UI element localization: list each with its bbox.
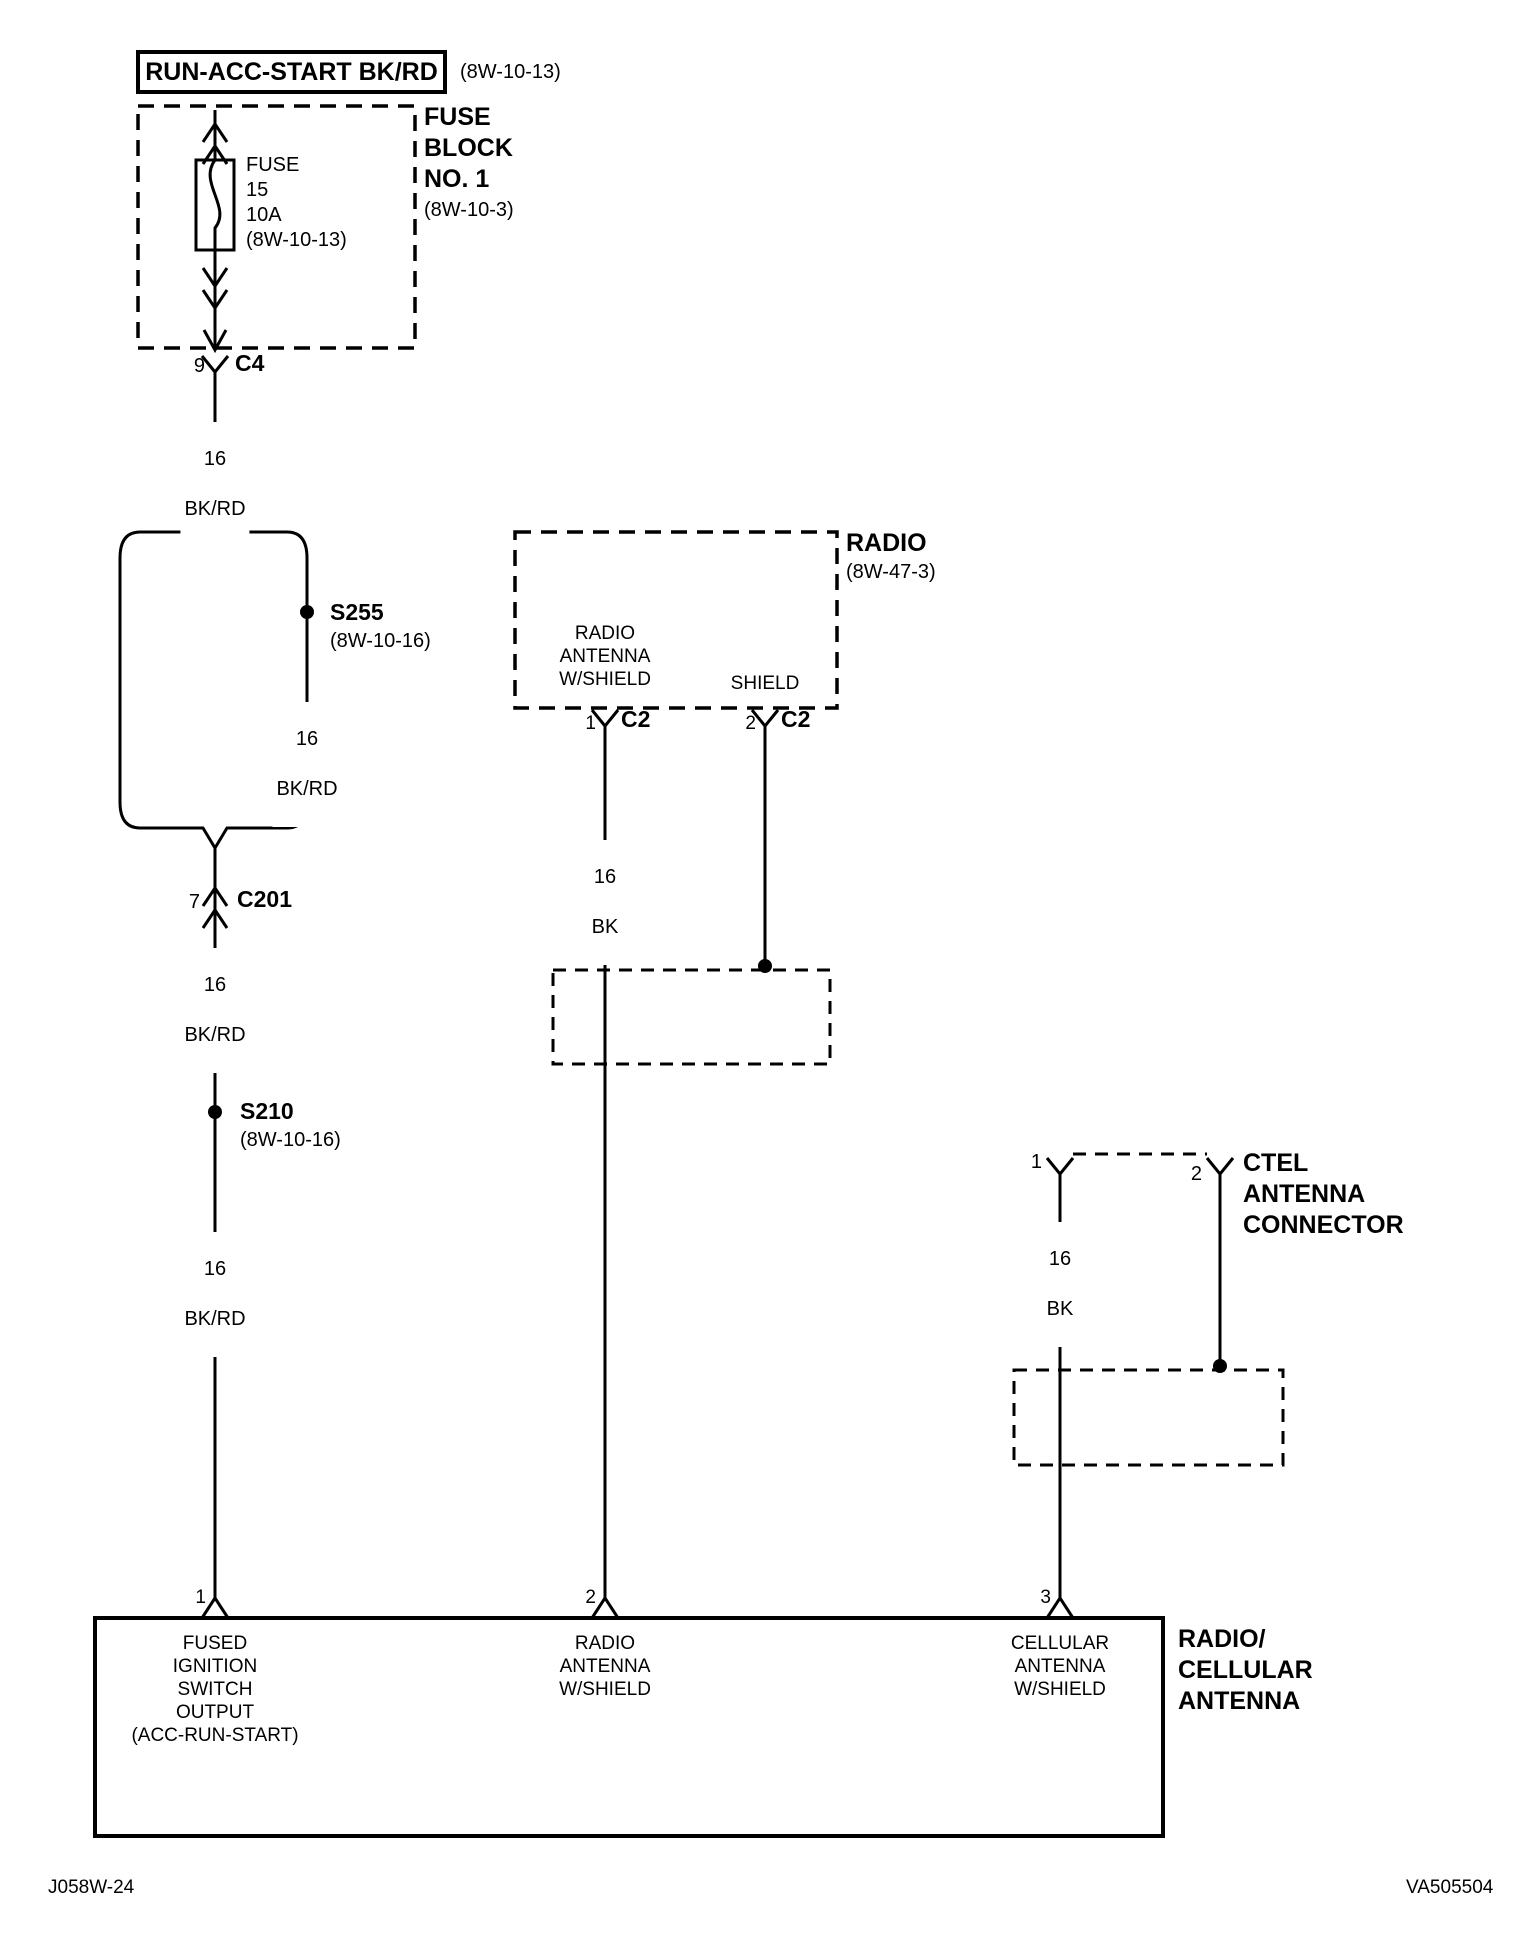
shield-region-outline	[551, 968, 832, 1066]
connector-c201-pin: 7	[188, 891, 200, 913]
splice-s210-name: S210	[240, 1098, 294, 1124]
module-pin1-label: FUSED IGNITION SWITCH OUTPUT (ACC-RUN-ST…	[131, 1633, 299, 1746]
arrow-out-icon	[202, 329, 228, 354]
radio-pin1-label: RADIO ANTENNA W/SHIELD	[559, 623, 651, 690]
chevron-up-icon	[201, 121, 229, 165]
radio-pin2-label: SHIELD	[730, 673, 800, 694]
wire-gauge: 16	[203, 974, 227, 996]
radio-c2-name-1: C2	[621, 706, 651, 732]
fuse-label: FUSE 15 10A (8W-10-13)	[246, 154, 347, 251]
splice-s210-ref: (8W-10-16)	[240, 1129, 341, 1151]
ctel-pin2: 2	[1190, 1163, 1202, 1185]
wire-color: BK	[1046, 1298, 1074, 1320]
wire-gauge: 16	[203, 1258, 227, 1280]
wire-radio-shield	[750, 709, 780, 966]
wire-label-ignition-3: 16 BK/RD	[180, 948, 250, 1073]
wire-label-ignition-2: 16 BK/RD	[272, 702, 342, 827]
splice-dot-s255	[300, 605, 314, 619]
wire-gauge: 16	[295, 728, 319, 750]
connector-c4-icon	[200, 355, 230, 392]
footer-right: VA505504	[1406, 1877, 1494, 1898]
wire-color: BK/RD	[184, 1024, 246, 1046]
footer-left: J058W-24	[48, 1877, 135, 1898]
connector-c4-name: C4	[235, 350, 265, 376]
module-pin3-label: CELLULAR ANTENNA W/SHIELD	[1010, 1633, 1110, 1700]
wire-ctel-shield	[1205, 1157, 1235, 1366]
antenna-module-name: RADIO/ CELLULAR ANTENNA	[1178, 1625, 1313, 1715]
module-pin3: 3	[1040, 1587, 1051, 1608]
wire-color: BK/RD	[184, 1308, 246, 1330]
antenna-module-box	[93, 1616, 1165, 1838]
fuse-block-ref: (8W-10-3)	[424, 199, 514, 221]
fuse-element-icon	[208, 159, 222, 250]
connector-c201-icon	[201, 885, 229, 929]
radio-outline	[513, 530, 839, 710]
splice-s255-ref: (8W-10-16)	[330, 630, 431, 652]
radio-c2-pin2: 2	[745, 713, 756, 734]
wire-label-ignition-4: 16 BK/RD	[180, 1232, 250, 1357]
module-pin2-icon	[590, 1595, 620, 1619]
wire-color: BK/RD	[276, 778, 338, 800]
wire-gauge: 16	[203, 448, 227, 470]
chevron-down-icon	[201, 267, 229, 311]
fuse-block-name: FUSE BLOCK NO. 1	[424, 103, 513, 193]
power-source-ref: (8W-10-13)	[460, 61, 561, 83]
wire-label-ignition-1: 16 BK/RD	[180, 422, 250, 547]
connector-c201-name: C201	[237, 886, 292, 912]
module-pin1-icon	[200, 1595, 230, 1619]
radio-c2-name-2: C2	[781, 706, 811, 732]
ctel-pin1: 1	[1030, 1151, 1042, 1173]
wire-gauge: 16	[593, 866, 617, 888]
radio-c2-pin1: 1	[585, 713, 596, 734]
power-source-box	[136, 50, 447, 94]
wire-label-cellular: 16 BK	[1042, 1222, 1078, 1347]
wire-gauge: 16	[1048, 1248, 1072, 1270]
radio-ref: (8W-47-3)	[846, 561, 936, 583]
connector-c4-pin: 9	[193, 355, 205, 377]
wire-color: BK	[591, 916, 619, 938]
ctel-connector-name: CTEL ANTENNA CONNECTOR	[1243, 1149, 1404, 1239]
power-source-label: RUN-ACC-START BK/RD	[145, 57, 438, 86]
fuse-block-outline	[136, 104, 417, 350]
splice-s255-name: S255	[330, 599, 384, 625]
wire-label-radio-antenna: 16 BK	[587, 840, 623, 965]
cellular-region-outline	[1012, 1368, 1285, 1467]
splice-dot-s210	[208, 1105, 222, 1119]
module-pin2-label: RADIO ANTENNA W/SHIELD	[559, 1633, 651, 1700]
module-pin1: 1	[195, 1587, 206, 1608]
module-pin2: 2	[585, 1587, 596, 1608]
wire-color: BK/RD	[184, 498, 246, 520]
radio-name: RADIO	[846, 529, 927, 557]
module-pin3-icon	[1045, 1595, 1075, 1619]
